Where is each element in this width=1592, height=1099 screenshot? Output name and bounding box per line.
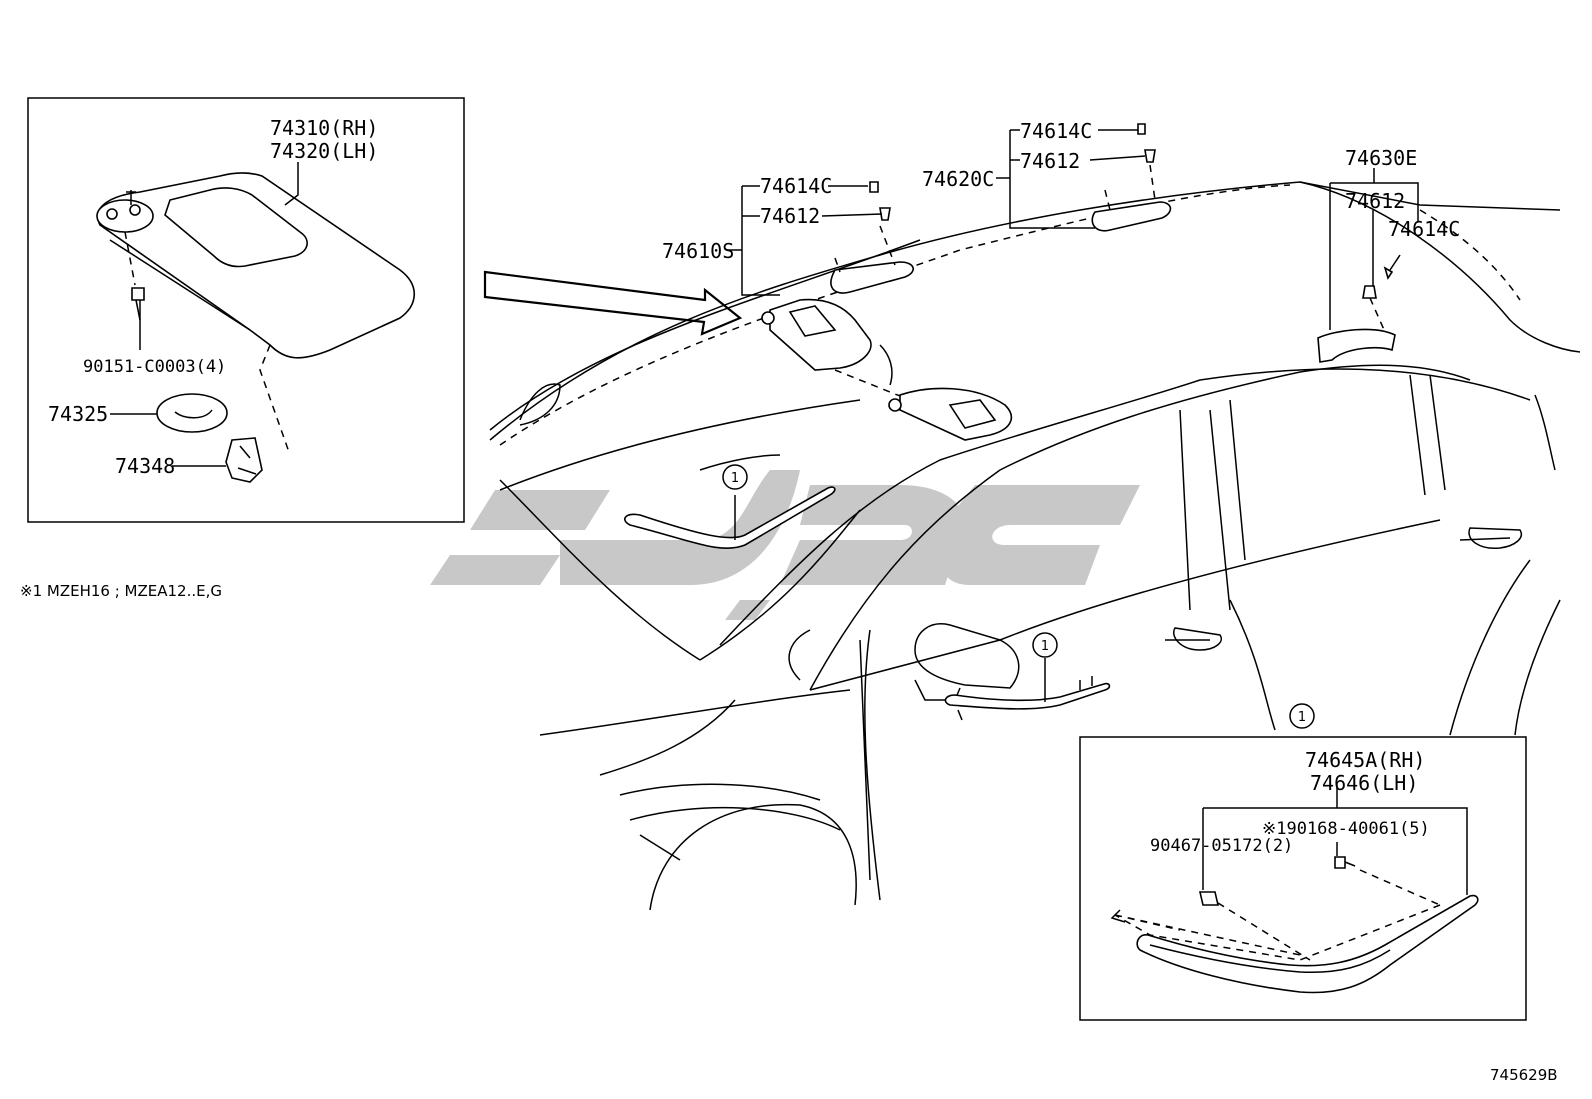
- garnish-windshield: [624, 486, 836, 550]
- label-74612-b: 74612: [1020, 149, 1080, 173]
- sun-visor-leaders: [110, 162, 299, 467]
- watermark-logo: [430, 470, 1140, 620]
- label-74630e: 74630E: [1345, 146, 1417, 170]
- garnish-door: [944, 658, 1111, 721]
- label-74614c-c: 74614C: [1388, 217, 1460, 241]
- sun-visor-drawing: [96, 172, 415, 483]
- label-90467-05172: 90467-05172(2): [1150, 836, 1293, 856]
- label-74310-rh: 74310(RH): [270, 116, 378, 140]
- label-190168-40061: ※190168-40061(5): [1262, 819, 1430, 839]
- callout-marker-1b-text: 1: [1041, 639, 1049, 654]
- label-74612-a: 74612: [760, 204, 820, 228]
- footnote: ※1 MZEH16 ; MZEA12..E,G: [20, 582, 222, 600]
- car-body-drawing: [489, 181, 1581, 911]
- label-74348: 74348: [115, 454, 175, 478]
- diagram-number: 745629B: [1490, 1066, 1558, 1084]
- sun-visor-detail-box: [27, 97, 465, 523]
- garnish-detail-drawing: [1110, 785, 1479, 994]
- arrow-pointer: [483, 270, 743, 336]
- label-74614c-a: 74614C: [760, 174, 832, 198]
- label-74646-lh: 74646(LH): [1310, 771, 1418, 795]
- callout-marker-1c-text: 1: [1298, 710, 1306, 725]
- grab-handles: [830, 164, 1396, 363]
- car-visors: [761, 298, 1013, 441]
- callout-marker-1b: [1032, 632, 1058, 658]
- label-74325: 74325: [48, 402, 108, 426]
- label-90151-c0003: 90151-C0003(4): [83, 357, 226, 377]
- label-74645a-rh: 74645A(RH): [1305, 748, 1425, 772]
- label-74612-c: 74612: [1345, 189, 1405, 213]
- garnish-detail-box: [1079, 736, 1527, 1021]
- callout-marker-1c: [1289, 703, 1315, 729]
- callout-marker-1a: [722, 464, 748, 490]
- label-74610s: 74610S: [662, 239, 734, 263]
- callout-marker-1a-text: 1: [731, 471, 739, 486]
- label-74320-lh: 74320(LH): [270, 139, 378, 163]
- label-74620c: 74620C: [922, 167, 994, 191]
- roof-leaders: [727, 129, 1419, 330]
- label-74614c-b: 74614C: [1020, 119, 1092, 143]
